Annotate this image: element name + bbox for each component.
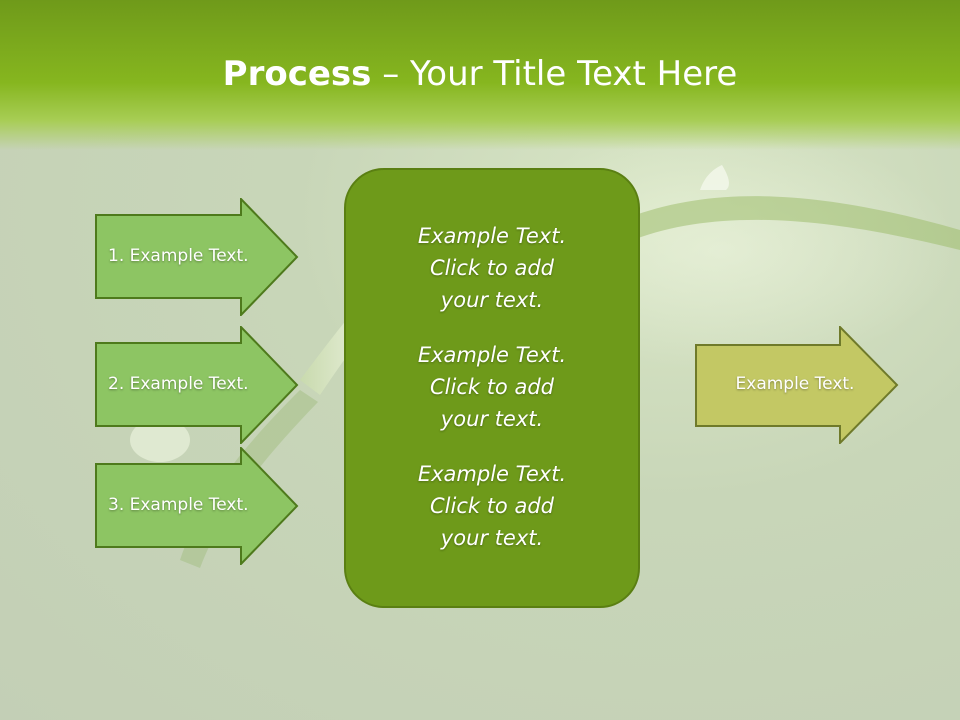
slide-title: Process – Your Title Text Here — [0, 52, 960, 96]
center-item-1-line-3: your text. — [440, 287, 544, 312]
center-item-3-line-3: your text. — [440, 525, 544, 550]
output-arrow-label: Example Text. — [735, 374, 855, 394]
center-item-3-line-2: Click to add — [429, 493, 554, 518]
center-item-3-line-1: Example Text. — [417, 461, 567, 486]
output-arrow[interactable]: Example Text. — [695, 326, 900, 444]
input-arrow-1-label: 1. Example Text. — [108, 246, 249, 266]
center-item-1-line-2: Click to add — [429, 255, 554, 280]
input-arrow-2[interactable]: 2. Example Text. — [95, 326, 300, 444]
center-item-1-line-1: Example Text. — [417, 223, 567, 248]
center-process-box[interactable]: Example Text. Click to add your text. Ex… — [344, 168, 640, 608]
center-item-2-line-3: your text. — [440, 406, 544, 431]
center-item-2: Example Text. Click to add your text. — [418, 339, 566, 435]
center-item-2-line-1: Example Text. — [417, 342, 567, 367]
title-rest: Your Title Text Here — [410, 54, 738, 94]
input-arrow-2-label: 2. Example Text. — [108, 374, 249, 394]
input-arrow-3[interactable]: 3. Example Text. — [95, 447, 300, 565]
center-item-1: Example Text. Click to add your text. — [418, 220, 566, 316]
header-band — [0, 0, 960, 150]
input-arrow-3-label: 3. Example Text. — [108, 495, 249, 515]
center-item-2-line-2: Click to add — [429, 374, 554, 399]
input-arrow-1[interactable]: 1. Example Text. — [95, 198, 300, 316]
center-item-3: Example Text. Click to add your text. — [418, 458, 566, 554]
title-separator: – — [371, 54, 411, 94]
title-strong: Process — [222, 54, 372, 94]
